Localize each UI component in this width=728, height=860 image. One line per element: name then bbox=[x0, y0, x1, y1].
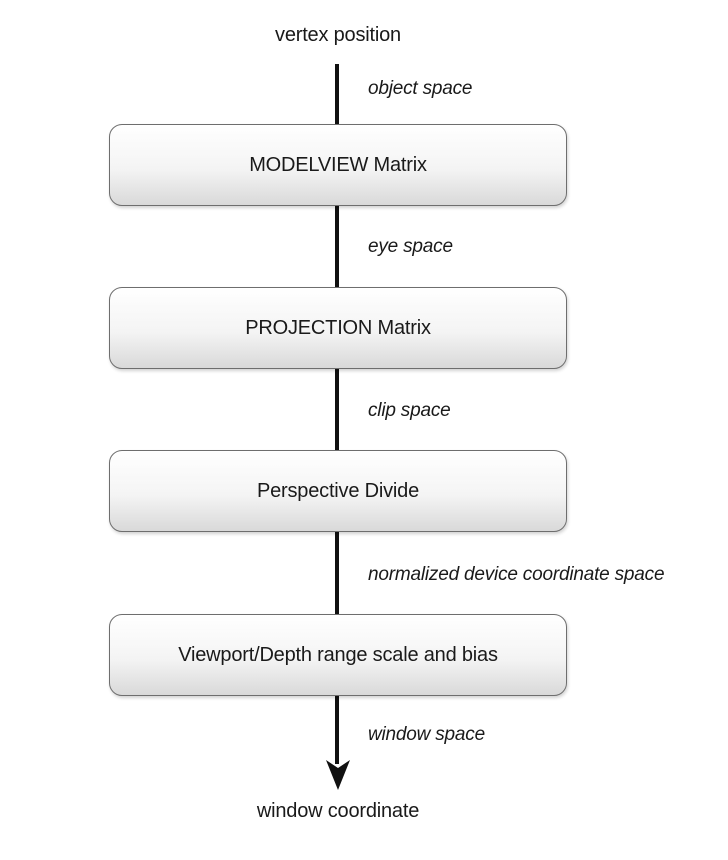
stage-label: Perspective Divide bbox=[256, 479, 420, 502]
connector-line bbox=[335, 369, 339, 450]
stage-box-viewport: Viewport/Depth range scale and bias bbox=[109, 614, 567, 696]
input-label: vertex position bbox=[275, 24, 401, 46]
stage-label: MODELVIEW Matrix bbox=[249, 153, 427, 176]
stage-box-modelview: MODELVIEW Matrix bbox=[109, 124, 567, 206]
connector-line bbox=[335, 532, 339, 614]
space-label-window: window space bbox=[368, 724, 485, 745]
space-label-object: object space bbox=[368, 78, 473, 99]
space-label-clip: clip space bbox=[368, 400, 451, 421]
connector-line bbox=[335, 64, 339, 124]
stage-box-perspective-divide: Perspective Divide bbox=[109, 450, 567, 532]
connector-line bbox=[335, 696, 339, 764]
stage-label: PROJECTION Matrix bbox=[245, 316, 431, 339]
connector-line bbox=[335, 206, 339, 287]
space-label-eye: eye space bbox=[368, 236, 453, 257]
output-label: window coordinate bbox=[256, 800, 420, 822]
stage-label: Viewport/Depth range scale and bias bbox=[178, 643, 498, 666]
stage-box-projection: PROJECTION Matrix bbox=[109, 287, 567, 369]
space-label-ndc: normalized device coordinate space bbox=[368, 564, 665, 585]
down-arrow-icon bbox=[326, 760, 350, 790]
